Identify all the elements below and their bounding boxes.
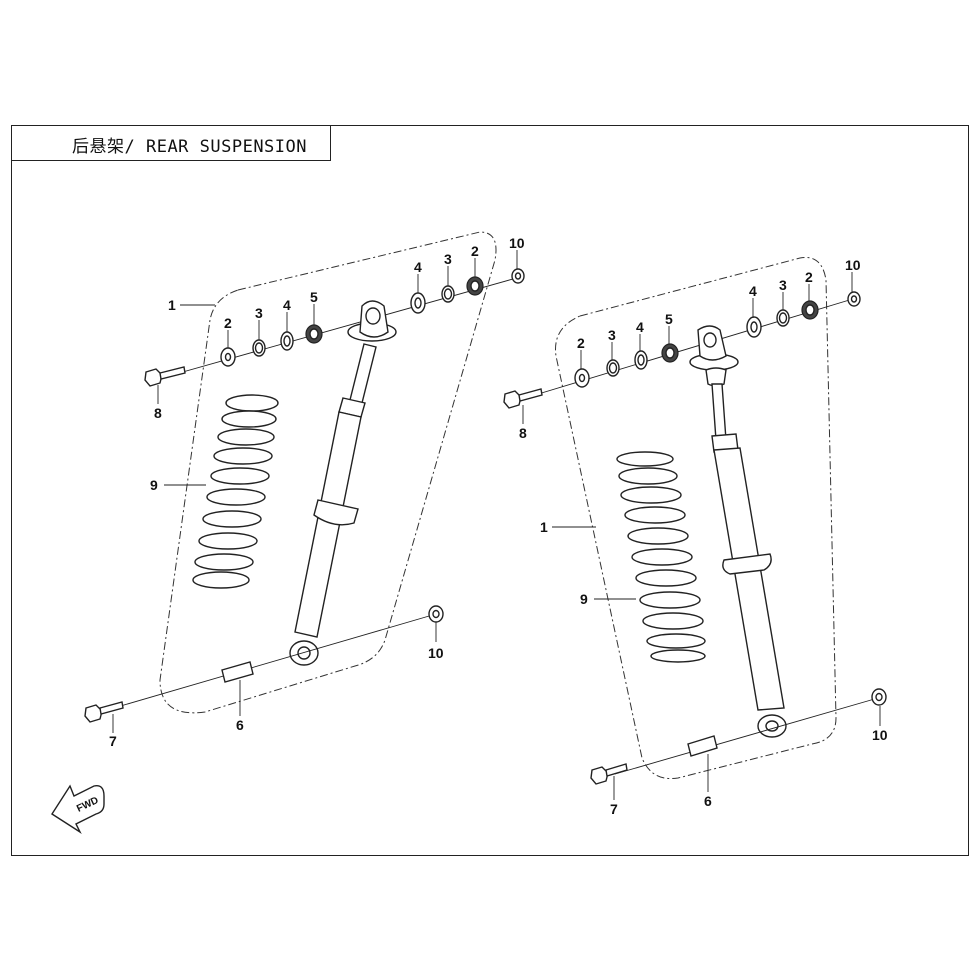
left-shock-bottom-hole bbox=[297, 646, 311, 660]
left-coil-spring-9 bbox=[192, 394, 279, 589]
left-callout-10a: 10 bbox=[509, 235, 525, 251]
right-coil-spring-9 bbox=[616, 451, 706, 663]
right-sleeve-6 bbox=[687, 735, 718, 757]
left-bolt-8 bbox=[144, 366, 186, 387]
left-callout-3a: 3 bbox=[255, 305, 263, 321]
right-callout-2b: 2 bbox=[805, 269, 813, 285]
left-lower-seat bbox=[313, 499, 359, 526]
left-callout-8: 8 bbox=[154, 405, 162, 421]
left-callout-2b: 2 bbox=[471, 243, 479, 259]
left-callout-4b: 4 bbox=[414, 259, 422, 275]
left-nut-10a-inner bbox=[514, 272, 522, 280]
left-callout-3b: 3 bbox=[444, 251, 452, 267]
title-box: 后悬架/ REAR SUSPENSION bbox=[11, 125, 331, 161]
left-callout-10b: 10 bbox=[428, 645, 444, 661]
left-washer-4a-inner bbox=[283, 335, 291, 347]
right-callout-10b: 10 bbox=[872, 727, 888, 743]
left-assembly: 1 2 3 4 5 4 3 2 10 8 9 10 7 6 bbox=[84, 231, 525, 749]
right-callout-10a: 10 bbox=[845, 257, 861, 273]
left-bolt-7 bbox=[84, 701, 124, 723]
right-lower-seat bbox=[722, 553, 772, 575]
left-shock-top-hole bbox=[365, 307, 381, 325]
right-lower-axis bbox=[614, 697, 879, 775]
left-ring-3b-inner bbox=[443, 288, 453, 300]
right-shock-bottom-hole bbox=[765, 720, 779, 732]
left-callout-6: 6 bbox=[236, 717, 244, 733]
right-callout-8: 8 bbox=[519, 425, 527, 441]
left-bushing-2b-inner bbox=[470, 280, 480, 292]
right-bearing-5-inner bbox=[665, 347, 675, 359]
left-shock-body bbox=[294, 411, 362, 638]
right-bushing-2b-inner bbox=[805, 304, 815, 316]
left-shock-rod bbox=[349, 343, 377, 404]
left-bearing-5-inner bbox=[309, 328, 319, 340]
right-callout-3a: 3 bbox=[608, 327, 616, 343]
right-washer-2a-hole bbox=[578, 373, 586, 383]
left-kit-outline bbox=[159, 231, 497, 714]
left-callout-5: 5 bbox=[310, 289, 318, 305]
right-callout-4a: 4 bbox=[636, 319, 644, 335]
left-callout-9: 9 bbox=[150, 477, 158, 493]
right-callout-3b: 3 bbox=[779, 277, 787, 293]
left-callout-4a: 4 bbox=[283, 297, 291, 313]
right-callout-7: 7 bbox=[610, 801, 618, 817]
page-title: 后悬架/ REAR SUSPENSION bbox=[72, 137, 307, 157]
left-shock-absorber bbox=[289, 300, 397, 666]
right-callout-6: 6 bbox=[704, 793, 712, 809]
right-ring-3a-inner bbox=[608, 362, 618, 374]
left-ring-3a-inner bbox=[254, 342, 264, 354]
diagram-frame bbox=[11, 125, 969, 856]
right-washer-4a-inner bbox=[637, 354, 645, 366]
right-callout-2a: 2 bbox=[577, 335, 585, 351]
left-washer-4b-inner bbox=[414, 297, 422, 309]
right-callout-4b: 4 bbox=[749, 283, 757, 299]
right-shock-body bbox=[713, 447, 785, 711]
right-callout-9: 9 bbox=[580, 591, 588, 607]
right-ring-3b-inner bbox=[778, 312, 788, 324]
left-lower-axis bbox=[99, 613, 437, 713]
right-nut-10b-inner bbox=[875, 692, 883, 702]
right-callout-5: 5 bbox=[665, 311, 673, 327]
left-sleeve-6 bbox=[221, 661, 254, 683]
right-assembly: 10 4 3 2 2 3 4 5 8 1 9 10 7 6 bbox=[503, 256, 888, 817]
left-upper-axis bbox=[164, 276, 521, 378]
right-top-cap bbox=[705, 367, 727, 387]
left-callout-2a: 2 bbox=[224, 315, 232, 331]
right-bolt-7 bbox=[590, 763, 628, 785]
left-washer-2a-hole bbox=[224, 352, 232, 362]
fwd-arrow-icon: FWD bbox=[51, 784, 105, 834]
right-callout-1: 1 bbox=[540, 519, 548, 535]
right-nut-10a-inner bbox=[850, 295, 858, 303]
left-nut-10b-inner bbox=[432, 609, 440, 619]
right-shock-absorber bbox=[689, 325, 787, 738]
left-callout-7: 7 bbox=[109, 733, 117, 749]
right-bolt-8 bbox=[503, 388, 543, 409]
right-washer-4b-inner bbox=[750, 321, 758, 333]
left-callout-1: 1 bbox=[168, 297, 176, 313]
right-kit-outline bbox=[555, 256, 837, 780]
right-shock-rod bbox=[711, 383, 727, 441]
right-shock-top-hole bbox=[703, 332, 717, 348]
